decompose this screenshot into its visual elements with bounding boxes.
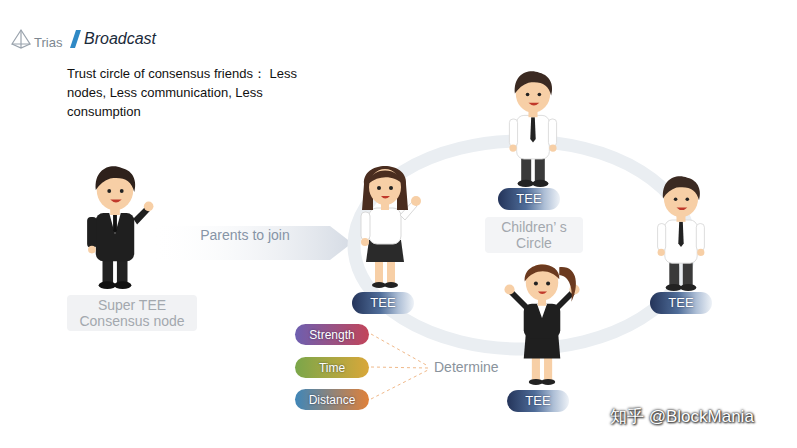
node-text: Children’ s Circle [491,219,577,251]
child-person [504,264,579,385]
tee-pill: TEE [352,292,414,314]
child-person [509,71,556,187]
logo-text: Trias [34,35,62,50]
node-text: Strength [309,327,354,343]
logo-mark [12,30,30,48]
node-text: TEE [525,393,550,409]
arrow-label: Parents to join [190,227,300,244]
subtitle: Trust circle of consensus friends： Less … [67,64,322,121]
super-node-label: Super TEE Consensus node [67,295,197,331]
node-text: Time [319,360,345,376]
leader-lines [371,334,428,399]
node-text: TEE [370,295,395,311]
factor-pill: Distance [295,389,369,410]
parents-arrow [150,226,352,260]
node-text: TEE [516,191,541,207]
node-text: TEE [668,295,693,311]
circle-label: Children’ s Circle [485,217,583,253]
node-text: Distance [309,392,356,408]
node-text: Super TEE Consensus node [73,297,191,329]
title: Broadcast [84,30,156,48]
factor-pill: Time [295,357,369,378]
tee-pill: TEE [650,292,712,314]
factor-pill: Strength [295,324,369,345]
tee-pill: TEE [507,390,569,412]
tee-pill: TEE [498,188,560,210]
parent-person [361,166,421,288]
title-slash [70,30,81,48]
watermark: 知乎 @BlockMania [610,405,754,428]
determine-label: Determine [434,359,499,375]
child-person [658,176,705,291]
super-node-person [87,166,153,289]
